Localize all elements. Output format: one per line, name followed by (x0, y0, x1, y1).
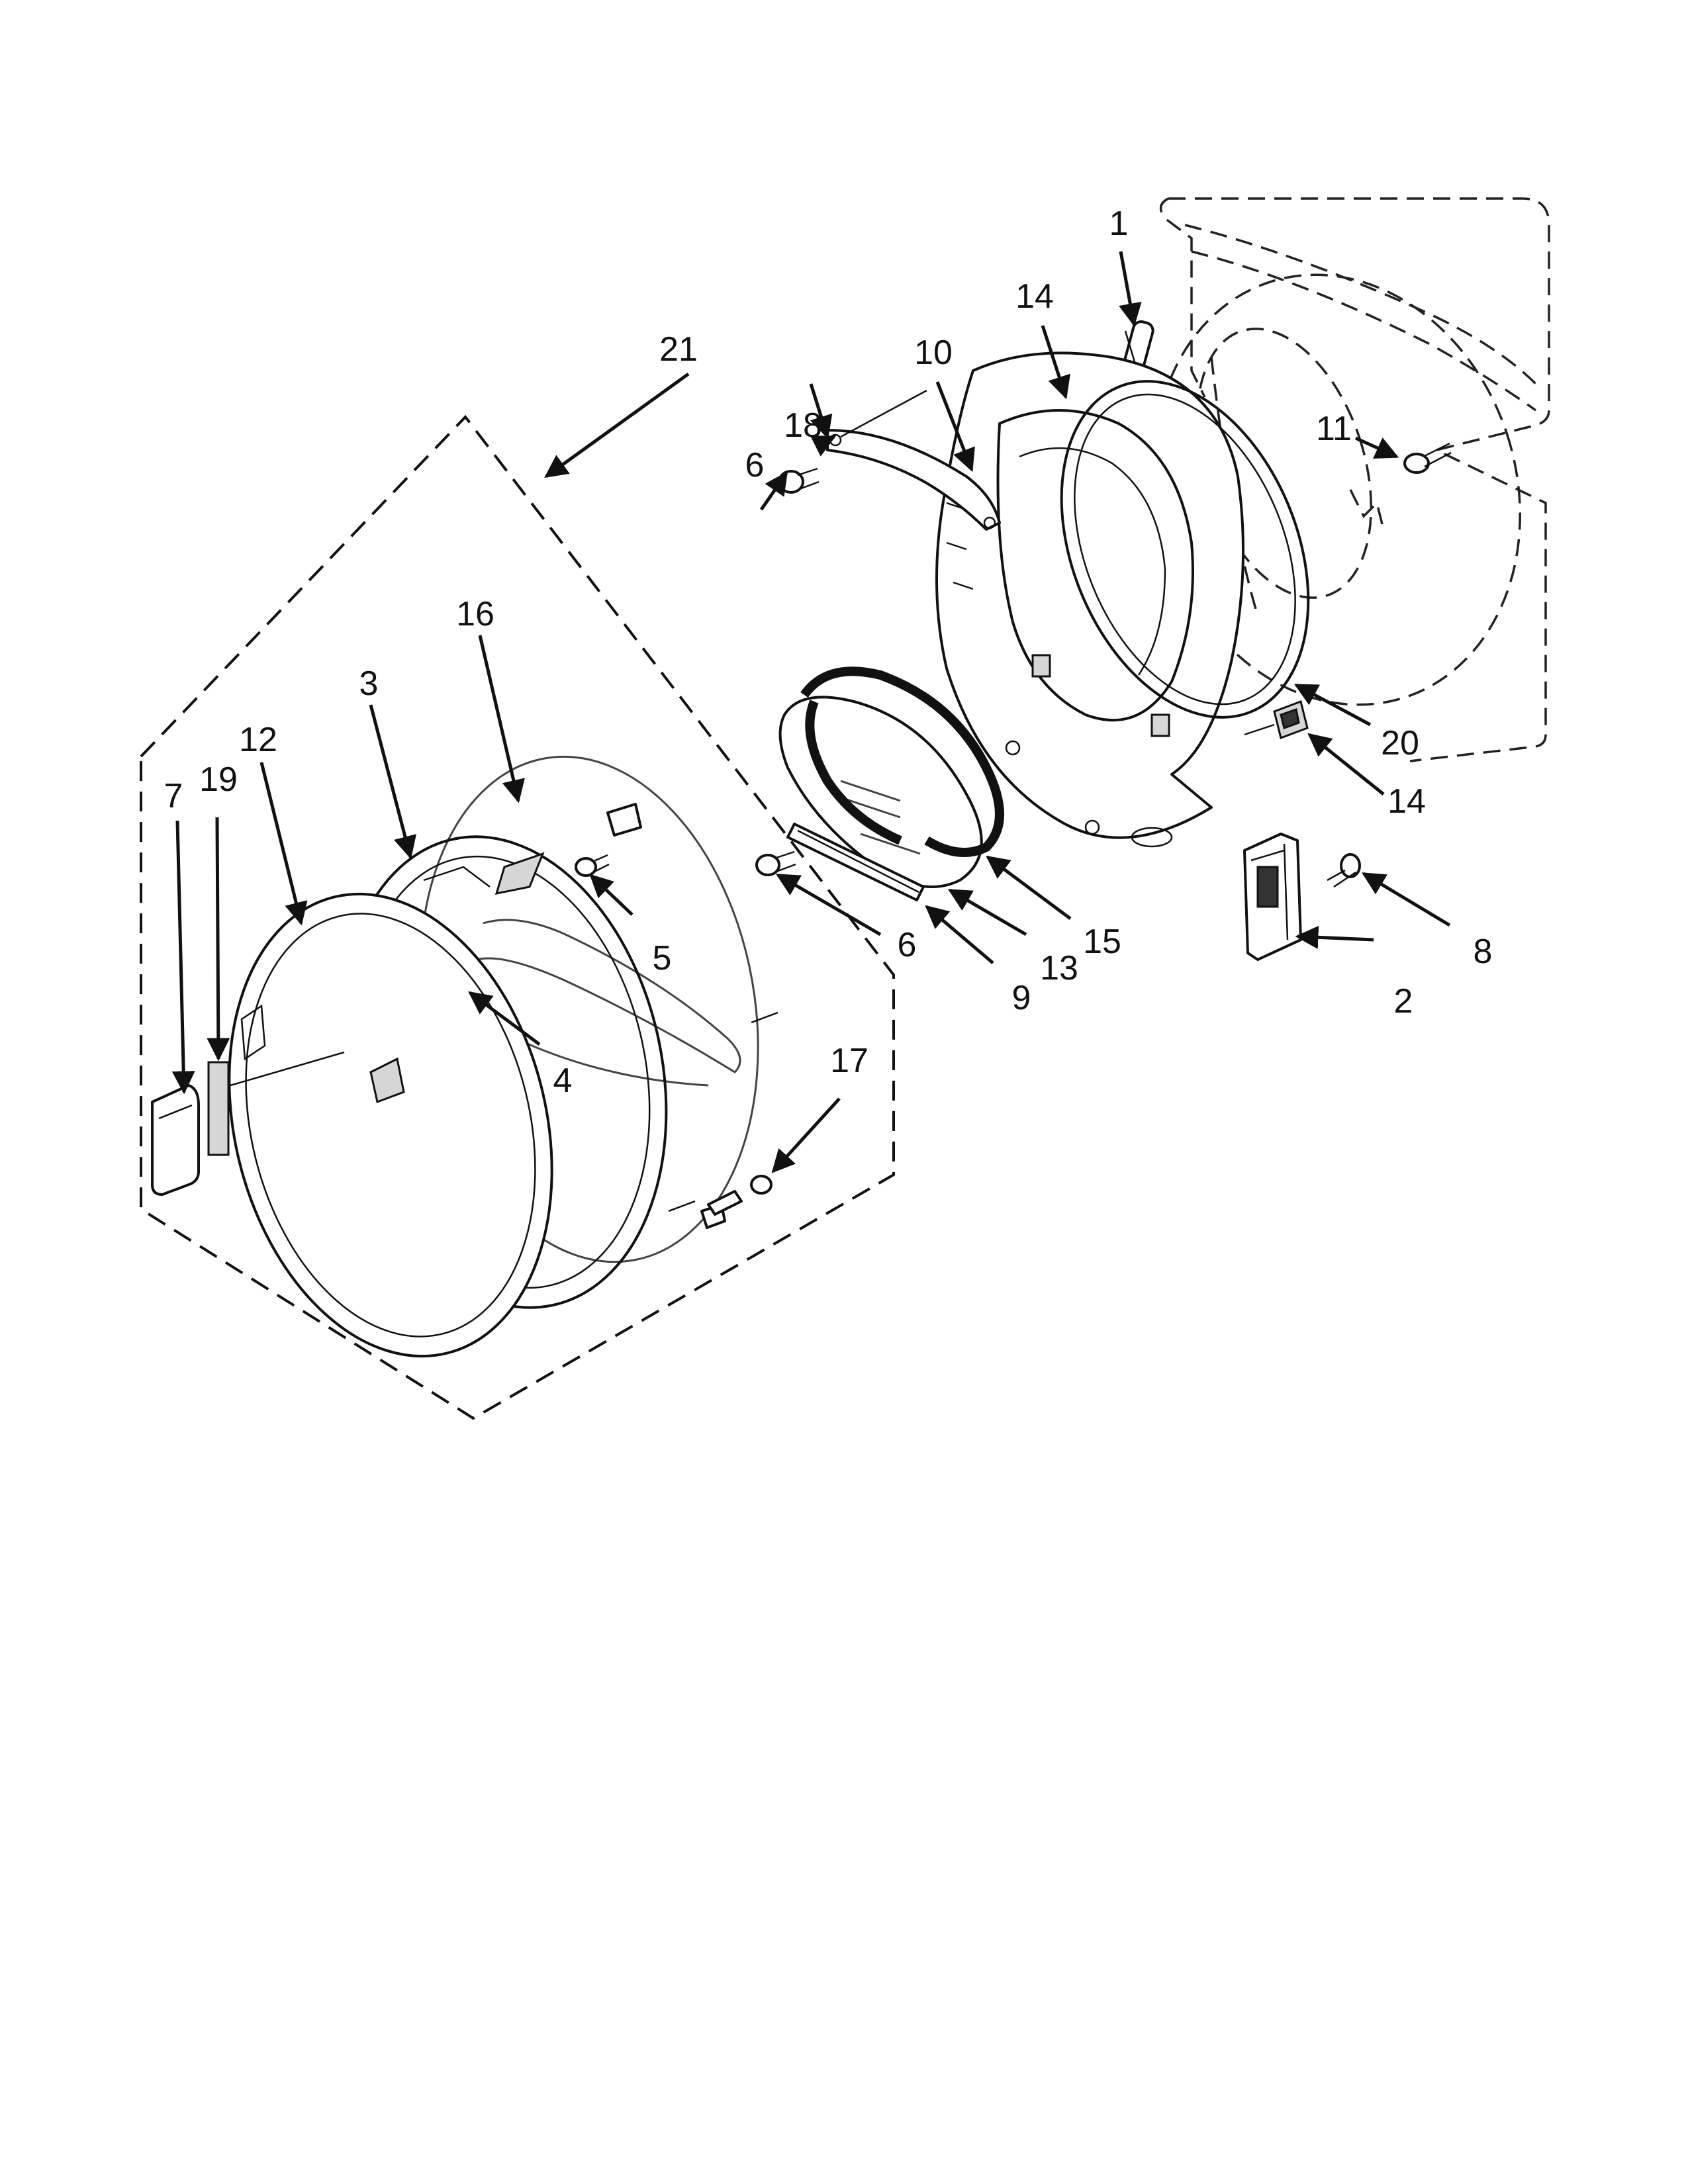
outer-door-trim-part (228, 892, 553, 1358)
handle-label-part (207, 1051, 345, 1156)
clip-bottom-part (1244, 700, 1309, 739)
door-handle-part (151, 1084, 200, 1196)
hinge-strap-part (826, 389, 1001, 531)
callout-4: 4 (553, 1062, 573, 1100)
callout-5: 5 (653, 939, 672, 978)
callout-20: 20 (1381, 724, 1419, 762)
callout-11: 11 (1316, 410, 1352, 448)
screw-part (1403, 442, 1452, 474)
callout-3: 3 (359, 664, 379, 703)
callout-6-top: 6 (745, 446, 765, 484)
callout-8: 8 (1474, 933, 1493, 971)
callout-18: 18 (784, 406, 822, 445)
callout-10: 10 (914, 334, 953, 372)
bottom-bracket-part (786, 823, 925, 901)
callout-21: 21 (659, 330, 698, 369)
callout-12: 12 (239, 721, 277, 759)
callout-16: 16 (456, 595, 494, 633)
callout-19: 19 (199, 760, 238, 799)
hinge-block-part (1243, 833, 1302, 961)
inner-door-frame-part (935, 351, 1244, 848)
screw-part (1327, 853, 1361, 888)
callout-14-bottom: 14 (1387, 782, 1426, 821)
callout-labels: 1 14 10 11 18 6 21 20 14 15 13 9 6 2 8 1… (164, 205, 1493, 1100)
callout-1: 1 (1109, 205, 1129, 243)
door-assembly-boundary (140, 414, 895, 1420)
glass-gasket-part (800, 666, 1004, 857)
leader-lines (171, 251, 1451, 1173)
door-seal-ring-part (1060, 380, 1310, 719)
callout-15: 15 (1083, 923, 1121, 961)
callout-2: 2 (1394, 982, 1413, 1021)
screw-part (755, 850, 796, 876)
callout-9: 9 (1012, 979, 1031, 1017)
callout-7: 7 (164, 777, 183, 815)
callout-6-bottom: 6 (898, 926, 917, 964)
callout-13: 13 (1040, 949, 1078, 987)
callout-17: 17 (830, 1042, 868, 1080)
screw-part (575, 854, 610, 877)
screw-part (778, 467, 820, 494)
callout-14-top: 14 (1015, 277, 1054, 316)
screw-part (707, 1175, 773, 1216)
